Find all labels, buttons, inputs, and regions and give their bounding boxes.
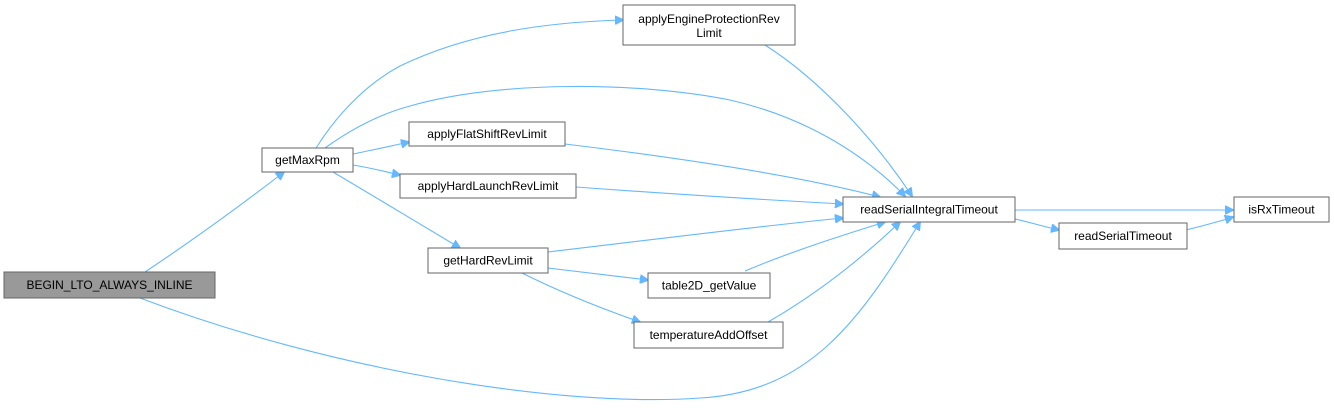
edge-begin-lto-to-read-serial-integral-timeout <box>139 222 920 401</box>
edge-get-hard-rev-limit-to-table2d-get-value <box>547 267 648 280</box>
node-label: isRxTimeout <box>1248 203 1315 217</box>
node-table2d-get-value[interactable]: table2D_getValue <box>647 272 771 299</box>
node-label: temperatureAddOffset <box>650 328 769 342</box>
node-get-hard-rev-limit[interactable]: getHardRevLimit <box>427 247 549 274</box>
edge-get-hard-rev-limit-to-read-serial-integral-timeout <box>547 218 843 253</box>
node-apply-engine-protection-rev-limit[interactable]: applyEngineProtectionRev Limit <box>622 4 796 46</box>
edge-apply-hard-launch-to-read-serial-integral-timeout <box>575 186 843 204</box>
edge-get-hard-rev-limit-to-temperature-add-offset <box>521 272 640 322</box>
node-label: readSerialTimeout <box>1074 229 1172 243</box>
edge-read-serial-integral-timeout-to-read-serial-timeout <box>1014 218 1059 230</box>
node-apply-hard-launch-rev-limit[interactable]: applyHardLaunchRevLimit <box>399 173 577 199</box>
node-label: getHardRevLimit <box>443 254 533 268</box>
node-label: getMaxRpm <box>275 153 340 167</box>
node-label: table2D_getValue <box>662 279 757 293</box>
node-label: readSerialIntegralTimeout <box>860 203 998 217</box>
node-get-max-rpm[interactable]: getMaxRpm <box>261 147 354 173</box>
edges <box>139 20 1233 401</box>
edge-get-max-rpm-to-get-hard-rev-limit <box>332 171 460 248</box>
node-label: applyFlatShiftRevLimit <box>427 127 547 141</box>
node-read-serial-timeout[interactable]: readSerialTimeout <box>1058 222 1188 250</box>
edge-get-max-rpm-to-read-serial-integral-timeout <box>324 85 905 196</box>
edge-temperature-add-offset-to-read-serial-integral-timeout <box>767 222 900 323</box>
edge-begin-lto-to-get-max-rpm <box>144 172 284 273</box>
edge-read-serial-timeout-to-is-rx-timeout <box>1185 217 1233 231</box>
node-apply-flat-shift-rev-limit[interactable]: applyFlatShiftRevLimit <box>408 121 566 147</box>
node-temperature-add-offset[interactable]: temperatureAddOffset <box>633 321 784 349</box>
node-label: BEGIN_LTO_ALWAYS_INLINE <box>26 278 192 292</box>
edge-get-max-rpm-to-apply-hard-launch <box>352 164 400 175</box>
node-begin-lto-always-inline[interactable]: BEGIN_LTO_ALWAYS_INLINE <box>3 271 216 299</box>
node-read-serial-integral-timeout[interactable]: readSerialIntegralTimeout <box>842 196 1016 223</box>
node-label: applyHardLaunchRevLimit <box>418 179 559 193</box>
node-label-line-1: applyEngineProtectionRev <box>638 12 779 26</box>
nodes: BEGIN_LTO_ALWAYS_INLINE getMaxRpm applyE… <box>3 4 1330 349</box>
edge-get-max-rpm-to-apply-engine-protection <box>315 20 623 149</box>
node-is-rx-timeout[interactable]: isRxTimeout <box>1233 196 1330 223</box>
node-label-line-2: Limit <box>696 26 722 40</box>
edge-get-max-rpm-to-apply-flat-shift <box>352 142 409 155</box>
edge-table2d-get-value-to-read-serial-integral-timeout <box>744 222 885 272</box>
edge-apply-flat-shift-to-read-serial-integral-timeout <box>564 143 880 197</box>
edge-apply-engine-protection-to-read-serial-integral-timeout <box>764 44 912 196</box>
